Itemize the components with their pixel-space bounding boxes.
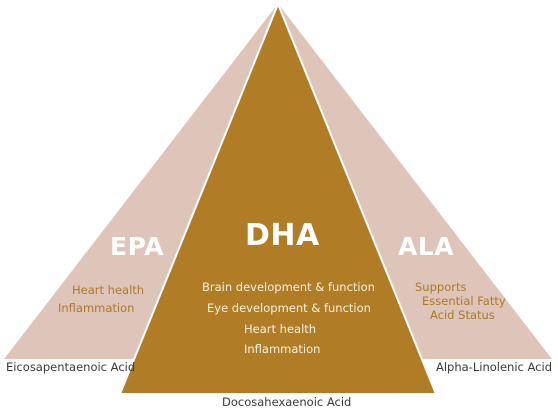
dha-benefit-heart-health: Heart health [244,322,317,336]
dha-acronym: DHA [245,218,320,253]
ala-full-name: Alpha-Linolenic Acid [436,360,552,374]
ala-benefit-supports: Supports [415,280,467,294]
ala-benefit-essential-fatty: Essential Fatty [422,294,506,308]
dha-triangle [118,1,438,395]
dha-benefit-eye: Eye development & function [207,301,371,315]
dha-benefit-brain: Brain development & function [202,280,375,294]
dha-full-name: Docosahexaenoic Acid [222,395,352,409]
epa-acronym: EPA [110,232,164,261]
ala-benefit-acid-status: Acid Status [430,308,495,322]
epa-benefit-heart-health: Heart health [72,283,145,297]
epa-full-name: Eicosapentaenoic Acid [6,360,136,374]
ala-acronym: ALA [398,232,455,261]
epa-benefit-inflammation: Inflammation [58,301,135,315]
dha-benefit-inflammation: Inflammation [244,342,321,356]
